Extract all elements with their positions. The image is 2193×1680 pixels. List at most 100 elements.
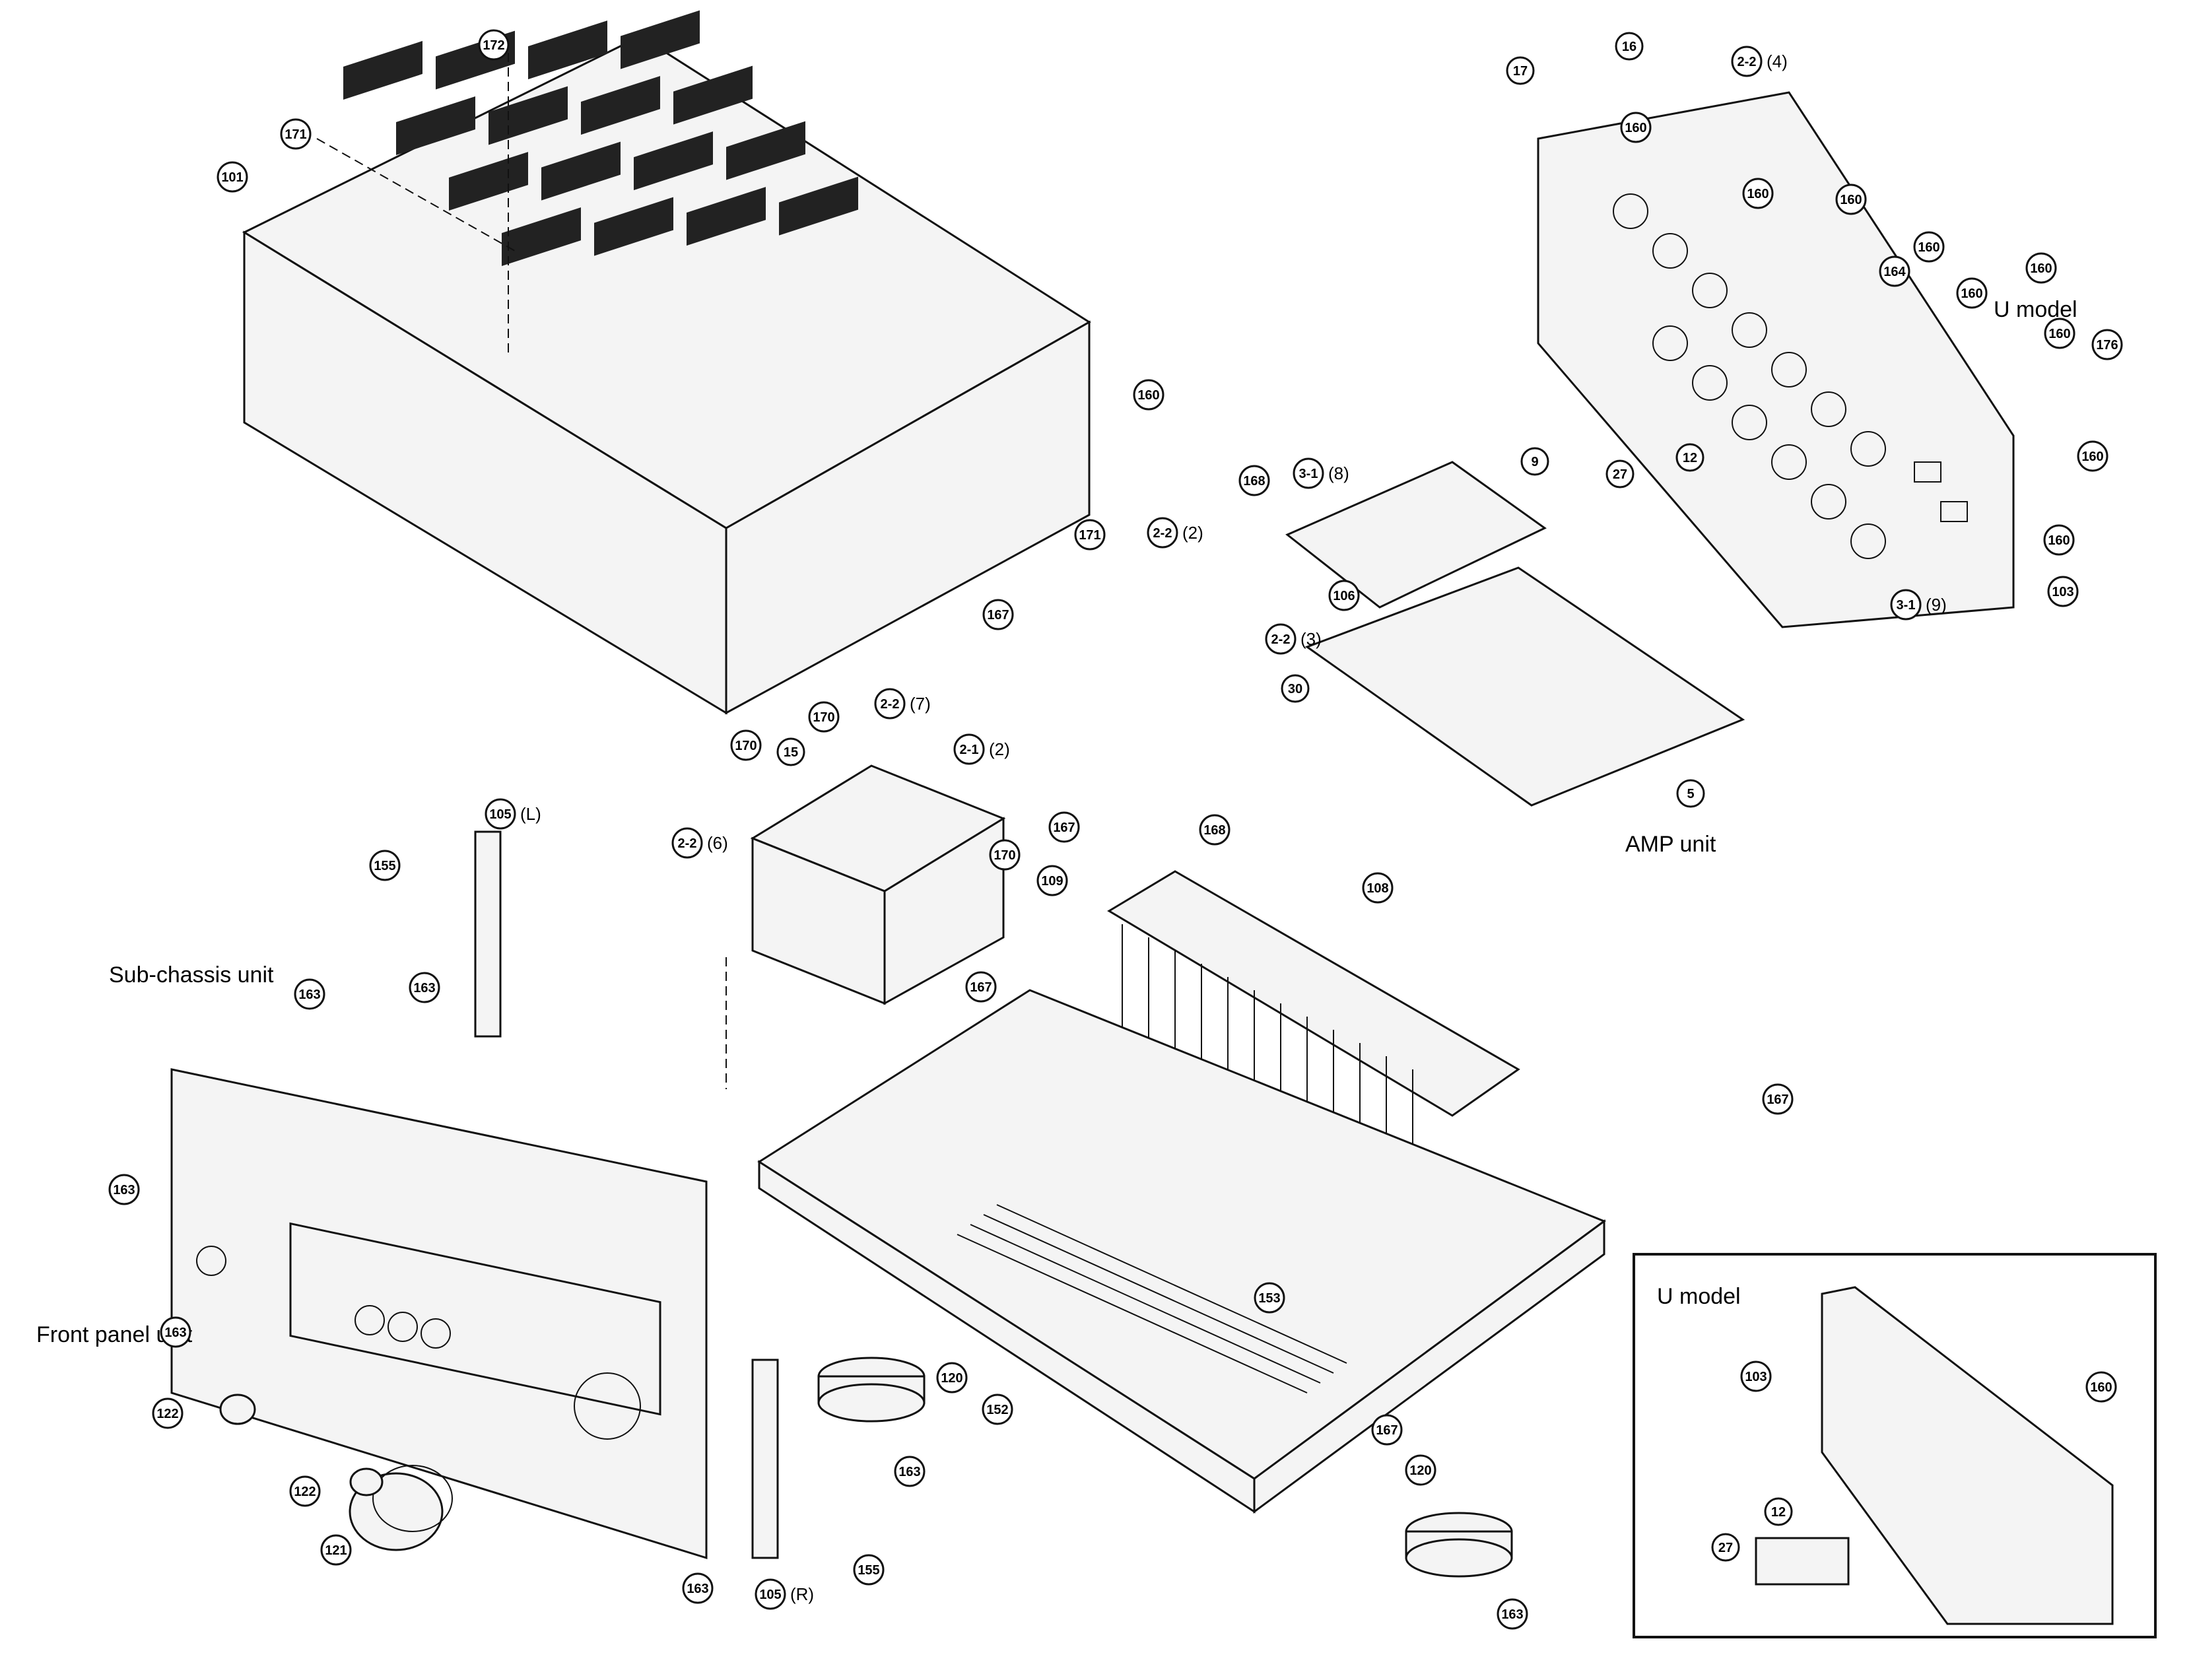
callout-circle <box>1520 447 1549 476</box>
callout-circle <box>1675 443 1704 472</box>
callout-circle <box>1405 1454 1436 1486</box>
callout-176: 176 <box>2091 329 2123 360</box>
callout-circle <box>755 1578 786 1610</box>
callout-number: 30 <box>1288 682 1302 696</box>
callout-circle <box>1133 379 1164 411</box>
callout-circle <box>1199 814 1231 846</box>
callout-171: 171 <box>1074 519 1106 551</box>
main-board <box>1304 566 1745 807</box>
callout-number: 120 <box>941 1371 962 1386</box>
callout-155: 155 <box>853 1554 885 1586</box>
callout-160: 160 <box>1835 184 1867 215</box>
inset-rear-panel <box>1821 1286 2114 1625</box>
callout-number: 168 <box>1203 823 1225 838</box>
callout-number: 27 <box>1613 467 1627 482</box>
callout-number: 155 <box>374 859 395 873</box>
callout-number: 167 <box>1053 821 1075 835</box>
callout-circle <box>1497 1598 1528 1630</box>
callout-number: 16 <box>1622 40 1636 54</box>
callout-circle <box>1293 457 1324 489</box>
callout-172: 172 <box>478 29 510 61</box>
bottom-chassis <box>757 989 1607 1514</box>
callout-170: 170 <box>808 701 840 733</box>
callout-suffix: (3) <box>1300 629 1322 649</box>
callout-122: 122 <box>289 1475 321 1507</box>
callout-circle <box>2047 576 2079 607</box>
callout-circle <box>1074 519 1106 551</box>
callout-circle <box>485 798 516 830</box>
callout-12: 12 <box>1675 443 1704 472</box>
callout-number: 2-2 <box>1271 632 1291 647</box>
callout-number: 160 <box>1747 187 1769 201</box>
callout-167: 167 <box>1371 1414 1403 1446</box>
callout-number: 170 <box>813 710 834 725</box>
callout-circle <box>1328 580 1360 611</box>
callout-number: 9 <box>1531 455 1538 469</box>
callout-circle <box>1740 1361 1772 1392</box>
callout-suffix: (2) <box>989 739 1010 759</box>
u-model-inset-frame <box>1633 1253 2157 1638</box>
front-panel <box>170 1068 708 1560</box>
callout-circle <box>1238 465 1270 496</box>
callout-circle <box>1281 674 1310 703</box>
callout-circle <box>369 850 401 881</box>
callout-number: 155 <box>858 1563 879 1578</box>
callout-suffix: (7) <box>910 694 931 714</box>
top-cover <box>242 10 1091 715</box>
label-amp-unit: AMP unit <box>1625 832 1716 857</box>
callout-163: 163 <box>682 1572 714 1604</box>
label-u-model-top: U model <box>1994 297 2077 322</box>
callout-160: 160 <box>1620 112 1652 143</box>
callout-circle <box>1036 865 1068 896</box>
callout-2-2-3: 2-2 (3) <box>1265 623 1322 655</box>
callout-5: 5 <box>1676 779 1705 808</box>
callout-number: 160 <box>1137 388 1159 403</box>
callout-108: 108 <box>1362 872 1394 904</box>
callout-12: 12 <box>1764 1497 1793 1526</box>
callout-number: 160 <box>2030 261 2052 276</box>
callout-circle <box>1362 872 1394 904</box>
callout-number: 170 <box>735 739 757 753</box>
callout-122: 122 <box>152 1397 184 1429</box>
callout-number: 122 <box>156 1407 178 1421</box>
callout-circle <box>1879 255 1910 287</box>
callout-160: 160 <box>2077 440 2109 472</box>
callout-106: 106 <box>1328 580 1360 611</box>
callout-number: 164 <box>1883 265 1906 279</box>
callout-circle <box>989 839 1021 871</box>
callout-circle <box>409 972 440 1003</box>
callout-160: 160 <box>2043 524 2075 556</box>
callout-circle <box>1048 811 1080 843</box>
callout-number: 152 <box>986 1403 1008 1417</box>
callout-circle <box>1956 277 1988 309</box>
callout-circle <box>874 688 906 720</box>
callout-number: 5 <box>1687 787 1694 801</box>
callout-number: 160 <box>2048 327 2070 341</box>
callout-suffix: (8) <box>1328 463 1349 483</box>
callout-circle <box>1254 1282 1285 1314</box>
callout-circle <box>776 737 805 766</box>
callout-160: 160 <box>1133 379 1164 411</box>
callout-circle <box>2091 329 2123 360</box>
callout-circle <box>808 701 840 733</box>
callout-circle <box>894 1456 926 1487</box>
callout-170: 170 <box>730 729 762 761</box>
callout-164: 164 <box>1879 255 1910 287</box>
callout-number: 163 <box>898 1465 920 1479</box>
callout-number: 2-2 <box>678 836 697 851</box>
callout-number: 170 <box>994 848 1015 863</box>
callout-number: 163 <box>164 1326 186 1340</box>
callout-circle <box>1890 589 1922 621</box>
rear-panel-jacks <box>1613 193 1968 559</box>
callout-circle <box>152 1397 184 1429</box>
vent-grille <box>343 10 858 267</box>
callout-number: 160 <box>1840 193 1862 207</box>
callout-155: 155 <box>369 850 401 881</box>
callout-number: 105 <box>489 807 511 822</box>
callout-153: 153 <box>1254 1282 1285 1314</box>
callout-number: 17 <box>1513 64 1528 79</box>
inset-fuse-holder <box>1755 1537 1850 1586</box>
callout-120: 120 <box>1405 1454 1436 1486</box>
